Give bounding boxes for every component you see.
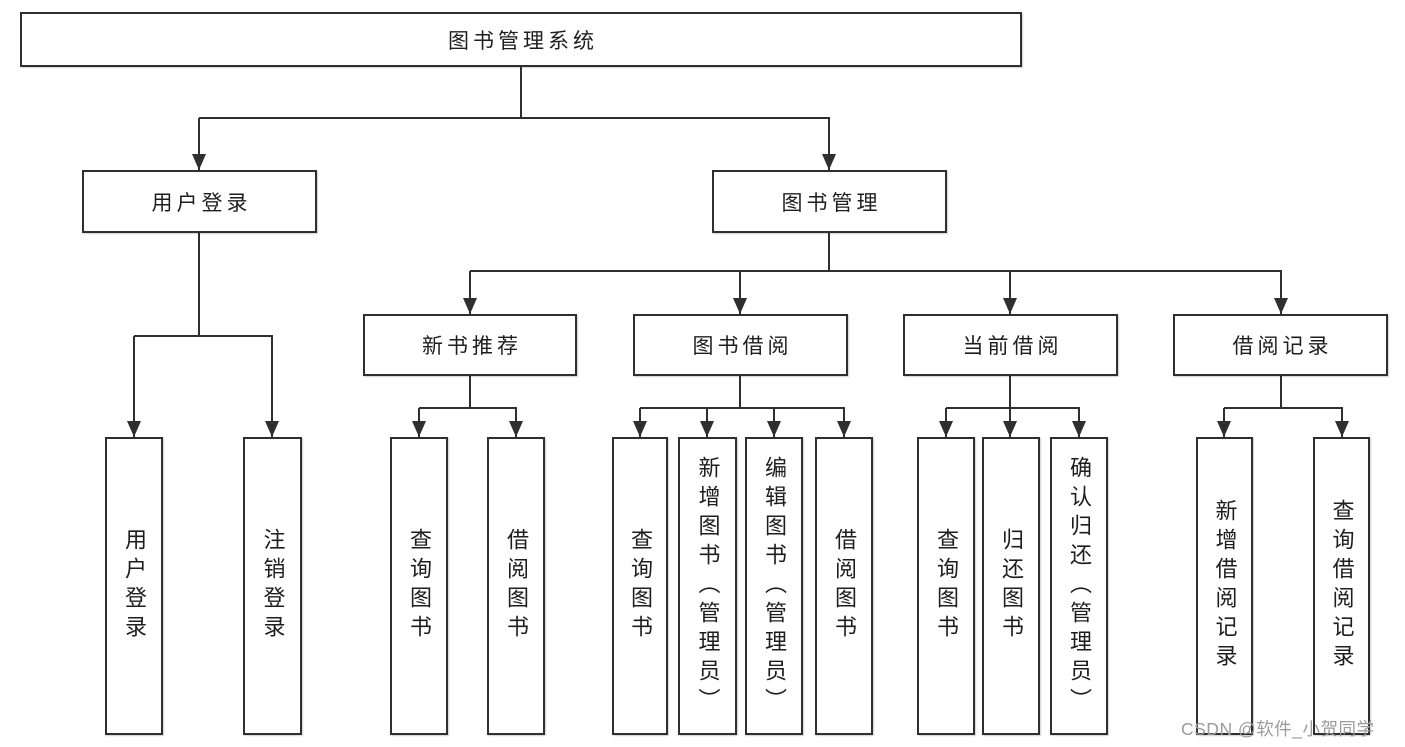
leaf-user-login: 用户登录	[105, 437, 163, 735]
node-label: 用户登录	[151, 191, 252, 215]
connector-book-management-to-level3	[469, 233, 1282, 314]
arrowheads	[127, 154, 1349, 437]
node-label: 确认归还（管理员）	[1067, 455, 1092, 717]
node-label: 新增图书（管理员）	[695, 455, 721, 717]
leaf-borrow-books: 借阅图书	[815, 437, 873, 735]
node-label: 新书推荐	[422, 335, 522, 358]
node-book-borrow: 图书借阅	[633, 314, 848, 376]
node-label: 用户登录	[122, 528, 147, 644]
node-label: 归还图书	[999, 528, 1024, 644]
node-current-borrow: 当前借阅	[903, 314, 1118, 376]
csdn-watermark: CSDN @软件_小贺同学	[1181, 719, 1375, 739]
connector-new-book-branch	[418, 376, 517, 437]
leaf-edit-book-admin: 编辑图书（管理员）	[745, 437, 803, 735]
leaf-query-books-recommend: 查询图书	[390, 437, 448, 735]
node-label: 借阅图书	[504, 528, 529, 644]
node-new-book-recommend: 新书推荐	[363, 314, 577, 376]
node-book-management: 图书管理	[712, 170, 947, 233]
node-label: 查询图书	[934, 528, 959, 644]
node-label: 图书借阅	[692, 335, 793, 358]
node-label: 图书管理系统	[448, 29, 598, 53]
connector-root-to-level2	[198, 67, 830, 170]
connector-book-borrow-branch	[639, 376, 845, 437]
node-label: 查询图书	[628, 528, 653, 644]
leaf-confirm-return-admin: 确认归还（管理员）	[1050, 437, 1108, 735]
leaf-logout-login: 注销登录	[243, 437, 302, 735]
node-label: 借阅记录	[1232, 335, 1333, 358]
leaf-add-book-admin: 新增图书（管理员）	[678, 437, 737, 735]
connector-borrow-record-branch	[1223, 376, 1343, 437]
node-label: 注销登录	[260, 528, 286, 644]
leaf-query-books-current: 查询图书	[917, 437, 975, 735]
leaf-borrow-books-recommend: 借阅图书	[487, 437, 545, 735]
node-label: 查询借阅记录	[1329, 499, 1355, 673]
leaf-return-books: 归还图书	[982, 437, 1040, 735]
connector-current-borrow-branch	[945, 376, 1080, 437]
node-label: 当前借阅	[962, 335, 1063, 358]
node-label: 编辑图书（管理员）	[762, 455, 787, 717]
node-label: 借阅图书	[832, 528, 857, 644]
node-label: 新增借阅记录	[1212, 499, 1238, 673]
node-root-system: 图书管理系统	[20, 12, 1022, 67]
node-borrow-records: 借阅记录	[1173, 314, 1388, 376]
connector-user-login-branch	[133, 233, 273, 437]
node-user-login: 用户登录	[82, 170, 317, 233]
leaf-query-books-borrow: 查询图书	[612, 437, 668, 735]
leaf-add-borrow-record: 新增借阅记录	[1196, 437, 1253, 735]
node-label: 图书管理	[781, 191, 882, 215]
leaf-query-borrow-record: 查询借阅记录	[1313, 437, 1370, 735]
node-label: 查询图书	[407, 528, 432, 644]
